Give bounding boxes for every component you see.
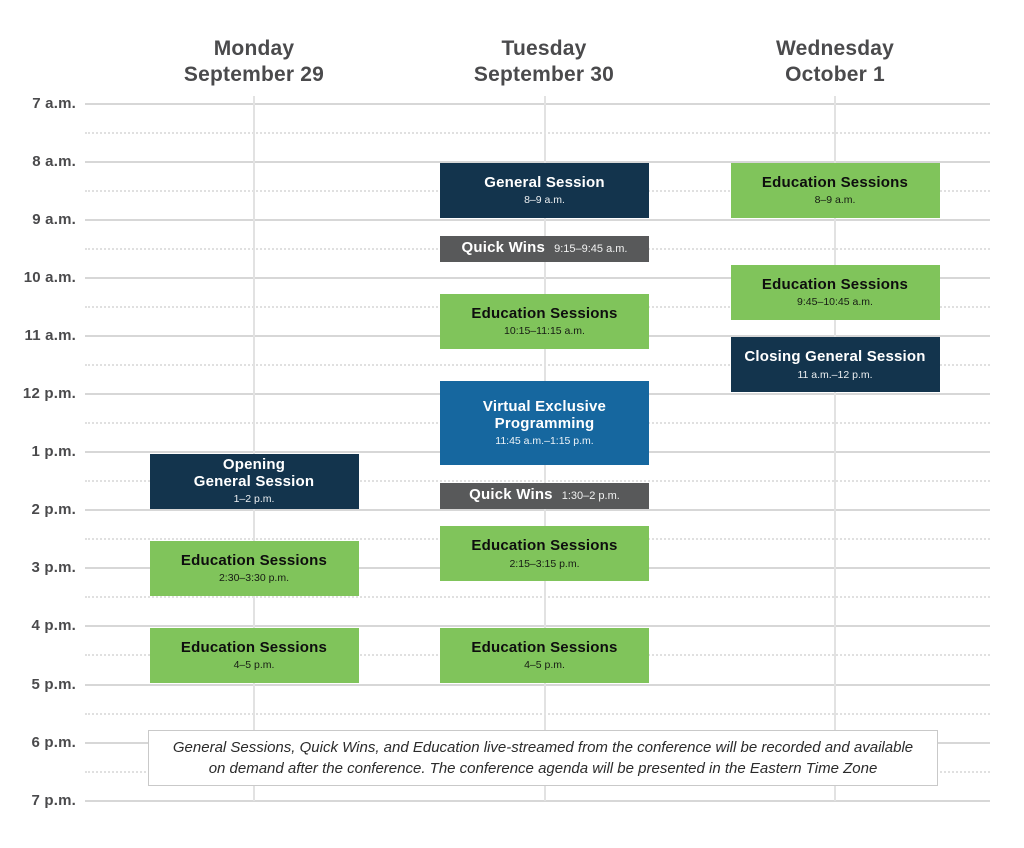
session-title: Education Sessions [471,538,617,555]
session-time: 11 a.m.–12 p.m. [797,368,873,381]
hour-gridline [85,102,990,105]
time-label: 11 a.m. [24,326,76,344]
session-block: Education Sessions 8–9 a.m. [730,163,940,219]
half-hour-gridline [85,480,990,483]
session-time: 11:45 a.m.–1:15 p.m. [495,435,594,448]
session-title-line: Education Sessions [471,304,618,322]
footnote-line: General Sessions, Quick Wins, and Educat… [172,739,914,756]
footnote: General Sessions, Quick Wins, and Educat… [148,730,938,786]
day-name: Monday [213,37,295,60]
session-title: General Session [484,173,605,192]
hour-gridline [85,683,990,686]
half-hour-gridline [85,363,990,366]
session-title: Closing General Session [744,349,925,366]
session-block: Education Sessions 10:15–11:15 a.m. [440,293,649,349]
hour-gridline [85,160,990,163]
session-time: 1–2 p.m. [233,493,275,506]
day-date: October 1 [785,63,885,86]
column-header-monday: Monday September 29 [114,36,394,88]
session-title-line: Opening [222,456,286,474]
session-block: Education Sessions 4–5 p.m. [149,627,359,683]
day-name: Wednesday [775,37,895,60]
session-block: Education Sessions 4–5 p.m. [440,627,649,683]
session-title-line: Education Sessions [180,638,328,656]
session-title-line: Education Sessions [471,537,618,555]
time-label: 10 a.m. [23,268,76,286]
session-time: 8–9 a.m. [524,194,565,207]
half-hour-gridline [85,131,990,134]
time-label: 6 p.m. [31,733,76,751]
session-block: Quick Wins 1:30–2 p.m. [440,482,649,509]
session-title-line: Programming [494,414,595,432]
session-block: General Session 8–9 a.m. [440,163,649,219]
session-time: 4–5 p.m. [524,659,565,672]
time-label: 5 p.m. [31,675,76,693]
session-time: 9:45–10:45 a.m. [797,296,873,309]
column-header-tuesday: Tuesday September 30 [404,36,684,88]
session-title-line: General Session [484,173,605,191]
time-label: 2 p.m. [31,501,76,519]
session-block: Education Sessions 2:15–3:15 p.m. [440,526,649,582]
time-label: 7 p.m. [31,791,76,809]
time-label: 8 a.m. [32,152,76,170]
session-title-line: Quick Wins [461,239,546,257]
session-title-line: Education Sessions [471,638,618,656]
session-title-line: Virtual Exclusive [482,398,607,416]
time-label: 1 p.m. [31,443,76,461]
footnote-line: on demand after the conference. The conf… [208,760,878,777]
session-title-line: Closing General Session [744,348,926,366]
day-date: September 30 [473,63,615,86]
session-title-line: Education Sessions [761,173,909,191]
hour-gridline [85,509,990,512]
time-label: 7 a.m. [32,94,76,112]
half-hour-gridline [85,596,990,599]
hour-gridline [85,625,990,628]
session-block: Quick Wins 9:15–9:45 a.m. [440,235,649,262]
column-gridline [834,96,836,801]
day-name: Tuesday [501,37,587,60]
session-block: Education Sessions 2:30–3:30 p.m. [149,540,359,596]
session-time: 2:15–3:15 p.m. [509,557,580,570]
session-time: 9:15–9:45 a.m. [554,243,628,256]
session-time: 8–9 a.m. [814,194,856,207]
column-header-wednesday: Wednesday October 1 [695,36,975,88]
session-title: Education Sessions [761,275,909,294]
session-time: 4–5 p.m. [233,659,275,672]
session-title-line: Quick Wins [469,486,553,504]
half-hour-gridline [85,712,990,715]
session-title: Education Sessions [471,304,618,323]
hour-gridline [85,276,990,279]
session-title: Education Sessions [180,551,328,570]
session-title: Education Sessions [471,638,618,657]
time-label: 3 p.m. [31,559,76,577]
session-title-line: Education Sessions [761,275,909,293]
session-title: Education Sessions [180,638,328,657]
session-title: Quick Wins [469,487,553,504]
hour-gridline [85,218,990,221]
time-label: 9 a.m. [32,210,76,228]
column-gridline [253,96,255,801]
session-title-line: Education Sessions [180,551,328,569]
time-label: 12 p.m. [22,385,76,402]
session-time: 10:15–11:15 a.m. [504,325,585,338]
session-time: 2:30–3:30 p.m. [218,572,290,585]
session-title-line: General Session [193,472,315,490]
session-block: Education Sessions 9:45–10:45 a.m. [730,264,940,320]
hour-gridline [85,799,990,802]
session-block: Closing General Session 11 a.m.–12 p.m. [730,337,940,393]
session-title: Quick Wins [462,240,546,257]
day-date: September 29 [183,63,325,86]
session-title: Education Sessions [761,173,909,192]
session-time: 1:30–2 p.m. [561,490,620,503]
time-label: 4 p.m. [31,617,76,635]
